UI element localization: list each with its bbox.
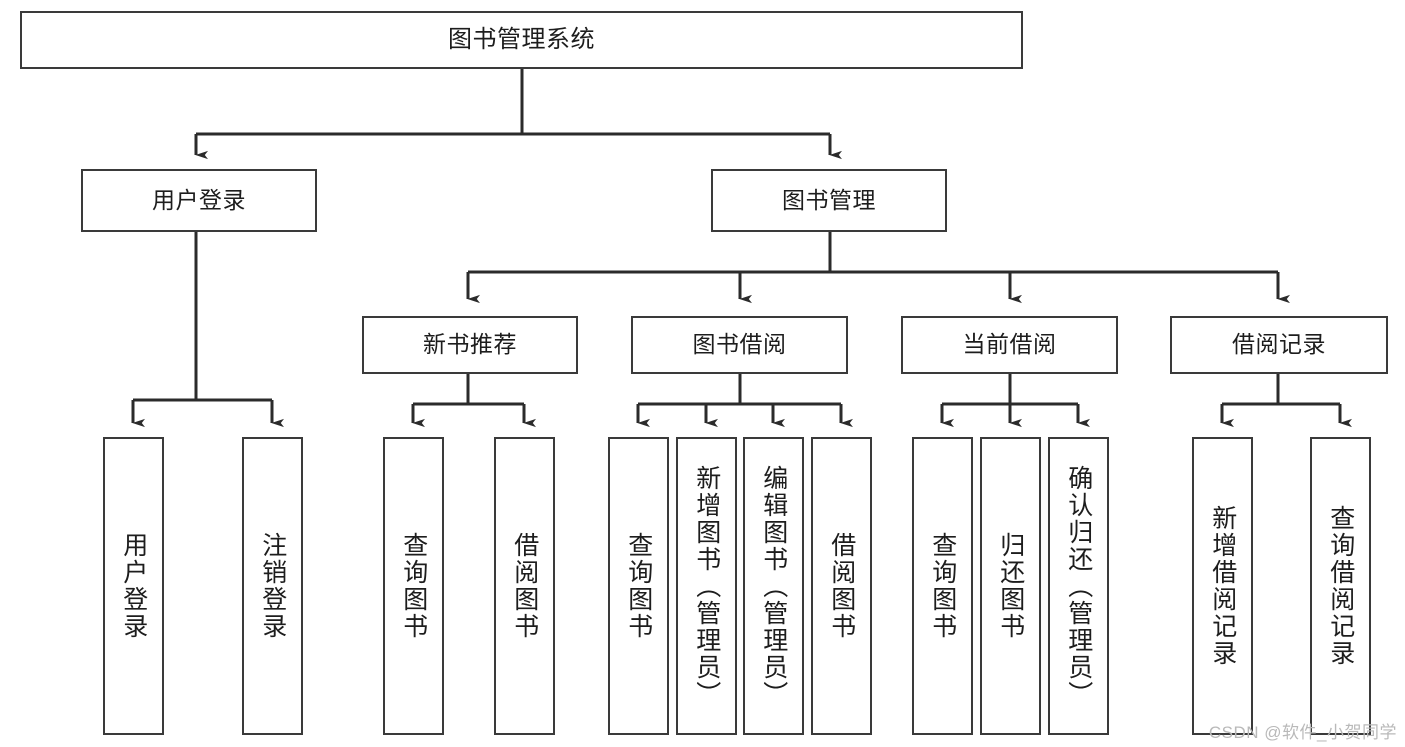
node-borrow-record[interactable]: 借阅记录 — [1170, 316, 1388, 374]
leaf-borrow-book[interactable]: 借阅图书 — [811, 437, 872, 735]
node-borrow-record-label: 借阅记录 — [1232, 331, 1326, 358]
leaf-logout[interactable]: 注销登录 — [242, 437, 303, 735]
leaf-logout-label: 注销登录 — [258, 532, 287, 640]
leaf-add-borrow-record[interactable]: 新增借阅记录 — [1192, 437, 1253, 735]
leaf-add-book-admin-label: 新增图书（管理员） — [692, 464, 721, 708]
leaf-user-login[interactable]: 用户登录 — [103, 437, 164, 735]
node-current-borrow[interactable]: 当前借阅 — [901, 316, 1118, 374]
node-current-borrow-label: 当前借阅 — [962, 331, 1057, 358]
node-user-login[interactable]: 用户登录 — [81, 169, 317, 232]
leaf-query-book-borrow[interactable]: 查询图书 — [608, 437, 669, 735]
node-book-management-label: 图书管理 — [782, 186, 876, 213]
leaf-query-book-recommend-label: 查询图书 — [399, 532, 428, 640]
node-book-management[interactable]: 图书管理 — [711, 169, 947, 232]
leaf-edit-book-admin-label: 编辑图书（管理员） — [759, 464, 788, 708]
leaf-query-borrow-record[interactable]: 查询借阅记录 — [1310, 437, 1371, 735]
node-user-login-label: 用户登录 — [152, 186, 246, 213]
leaf-query-book-borrow-label: 查询图书 — [624, 532, 653, 640]
node-root[interactable]: 图书管理系统 — [20, 11, 1023, 69]
leaf-query-book-current-label: 查询图书 — [928, 532, 957, 640]
leaf-return-book[interactable]: 归还图书 — [980, 437, 1041, 735]
watermark: CSDN @软件_小贺同学 — [1208, 723, 1397, 742]
node-new-book-recommend-label: 新书推荐 — [423, 331, 517, 358]
leaf-query-borrow-record-label: 查询借阅记录 — [1326, 505, 1355, 667]
leaf-borrow-book-label: 借阅图书 — [827, 532, 856, 640]
leaf-borrow-book-recommend-label: 借阅图书 — [510, 532, 539, 640]
leaf-edit-book-admin[interactable]: 编辑图书（管理员） — [743, 437, 804, 735]
node-book-borrow[interactable]: 图书借阅 — [631, 316, 848, 374]
leaf-query-book-recommend[interactable]: 查询图书 — [383, 437, 444, 735]
node-book-borrow-label: 图书借阅 — [692, 331, 787, 358]
leaf-user-login-label: 用户登录 — [119, 532, 148, 640]
leaf-confirm-return-admin-label: 确认归还（管理员） — [1064, 464, 1093, 708]
leaf-borrow-book-recommend[interactable]: 借阅图书 — [494, 437, 555, 735]
leaf-confirm-return-admin[interactable]: 确认归还（管理员） — [1048, 437, 1109, 735]
leaf-query-book-current[interactable]: 查询图书 — [912, 437, 973, 735]
leaf-return-book-label: 归还图书 — [996, 532, 1025, 640]
node-new-book-recommend[interactable]: 新书推荐 — [362, 316, 578, 374]
leaf-add-borrow-record-label: 新增借阅记录 — [1208, 505, 1237, 667]
node-root-label: 图书管理系统 — [448, 25, 595, 53]
leaf-add-book-admin[interactable]: 新增图书（管理员） — [676, 437, 737, 735]
